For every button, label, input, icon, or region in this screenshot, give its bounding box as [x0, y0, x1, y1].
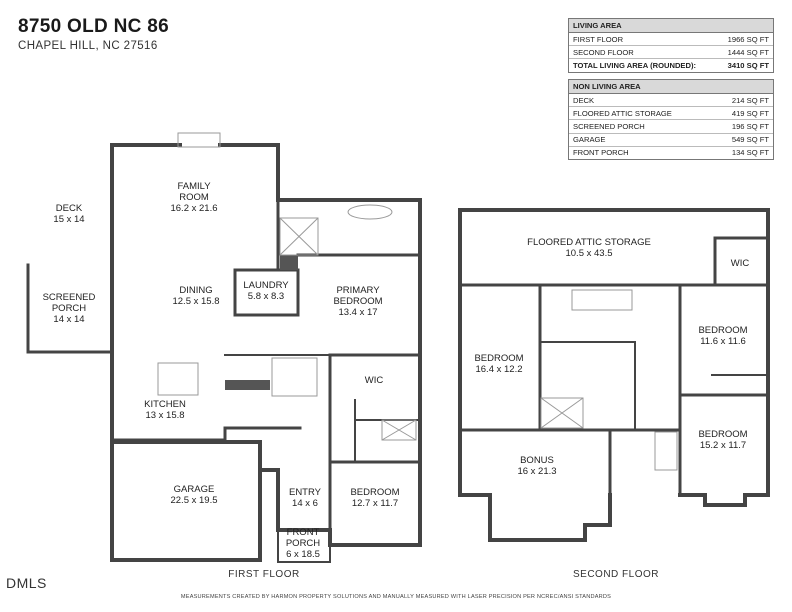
room-name: BEDROOM — [698, 429, 748, 440]
room-dims: 6 x 18.5 — [286, 549, 320, 560]
room-name: FLOORED ATTIC STORAGE — [527, 237, 651, 248]
bedroom-first-floor-label: BEDROOM 12.7 x 11.7 — [350, 487, 399, 509]
family-room-label: FAMILY ROOM 16.2 x 21.6 — [164, 181, 224, 214]
room-dims: 16 x 21.3 — [517, 466, 557, 477]
room-dims: 12.5 x 15.8 — [172, 296, 220, 307]
room-name: BEDROOM — [698, 325, 748, 336]
room-dims: 13 x 15.8 — [145, 410, 185, 421]
row-value: 214 SQ FT — [731, 95, 769, 105]
living-area-table: LIVING AREA FIRST FLOOR 1966 SQ FT SECON… — [568, 18, 774, 73]
row-value: 419 SQ FT — [731, 108, 769, 118]
non-living-area-row: FLOORED ATTIC STORAGE 419 SQ FT — [569, 107, 773, 121]
non-living-area-title: NON LIVING AREA — [569, 80, 773, 94]
bedroom-b-label: BEDROOM 11.6 x 11.6 — [698, 325, 747, 347]
room-name: SCREENED PORCH — [42, 292, 96, 314]
room-name: GARAGE — [173, 484, 215, 495]
measurement-disclaimer: MEASUREMENTS CREATED BY HARMON PROPERTY … — [180, 594, 612, 600]
row-label: FRONT PORCH — [573, 148, 629, 158]
living-area-title: LIVING AREA — [569, 19, 773, 33]
non-living-area-row: FRONT PORCH 134 SQ FT — [569, 147, 773, 159]
row-label: FLOORED ATTIC STORAGE — [573, 108, 672, 118]
first-floor-label: FIRST FLOOR — [228, 569, 300, 580]
property-address: 8750 OLD NC 86 — [18, 16, 169, 37]
second-floor-fixtures — [540, 289, 678, 471]
bedroom-c-label: BEDROOM 15.2 x 11.7 — [698, 429, 747, 451]
room-dims: 12.7 x 11.7 — [351, 498, 399, 509]
bedroom-a-label: BEDROOM 16.4 x 12.2 — [474, 353, 523, 375]
row-label: GARAGE — [573, 135, 606, 145]
room-name: BEDROOM — [474, 353, 524, 364]
kitchen-label: KITCHEN 13 x 15.8 — [144, 399, 186, 421]
first-floor-walls — [26, 143, 422, 563]
screened-porch-label: SCREENED PORCH 14 x 14 — [34, 292, 104, 325]
room-name: FAMILY ROOM — [177, 181, 211, 203]
room-dims: 14 x 14 — [53, 314, 85, 325]
wic-first-floor-label: WIC — [365, 375, 383, 386]
front-porch-label: FRONT PORCH 6 x 18.5 — [280, 527, 326, 560]
room-name: WIC — [730, 258, 750, 269]
mls-logo: DMLS — [6, 575, 47, 591]
row-value: 1444 SQ FT — [727, 47, 769, 57]
room-name: BONUS — [520, 455, 554, 466]
non-living-area-row: DECK 214 SQ FT — [569, 94, 773, 108]
row-label: DECK — [573, 95, 595, 105]
dining-label: DINING 12.5 x 15.8 — [172, 285, 219, 307]
attic-storage-label: FLOORED ATTIC STORAGE 10.5 x 43.5 — [527, 237, 651, 259]
deck-label: DECK 15 x 14 — [53, 203, 84, 225]
room-dims: 13.4 x 17 — [338, 307, 378, 318]
wic-second-floor-label: WIC — [731, 258, 749, 269]
non-living-area-row: SCREENED PORCH 196 SQ FT — [569, 120, 773, 134]
living-area-row: SECOND FLOOR 1444 SQ FT — [569, 46, 773, 60]
first-floor-solid-elements — [225, 255, 298, 390]
room-dims: 22.5 x 19.5 — [170, 495, 218, 506]
room-name: ENTRY — [288, 487, 322, 498]
garage-label: GARAGE 22.5 x 19.5 — [170, 484, 217, 506]
room-dims: 10.5 x 43.5 — [565, 248, 613, 259]
living-area-total-row: TOTAL LIVING AREA (ROUNDED): 3410 SQ FT — [569, 59, 773, 71]
row-value: 134 SQ FT — [731, 148, 769, 158]
room-name: DECK — [55, 203, 83, 214]
row-value: 1966 SQ FT — [727, 34, 769, 44]
room-name: PRIMARY BEDROOM — [333, 285, 383, 307]
room-dims: 15.2 x 11.7 — [699, 440, 747, 451]
room-dims: 15 x 14 — [53, 214, 85, 225]
row-value: 3410 SQ FT — [727, 60, 769, 70]
laundry-label: LAUNDRY 5.8 x 8.3 — [243, 280, 288, 302]
non-living-area-table: NON LIVING AREA DECK 214 SQ FT FLOORED A… — [568, 79, 774, 160]
room-name: WIC — [364, 375, 384, 386]
row-value: 549 SQ FT — [731, 135, 769, 145]
room-dims: 14 x 6 — [292, 498, 318, 509]
row-label: FIRST FLOOR — [573, 34, 624, 44]
room-name: KITCHEN — [144, 399, 186, 410]
bonus-label: BONUS 16 x 21.3 — [517, 455, 556, 477]
room-dims: 5.8 x 8.3 — [247, 291, 285, 302]
room-name: FRONT PORCH — [285, 527, 321, 549]
property-city: CHAPEL HILL, NC 27516 — [18, 40, 158, 52]
second-floor-label: SECOND FLOOR — [572, 569, 660, 580]
row-value: 196 SQ FT — [731, 121, 769, 131]
room-dims: 16.2 x 21.6 — [170, 203, 218, 214]
room-name: LAUNDRY — [243, 280, 289, 291]
row-label: SECOND FLOOR — [573, 47, 634, 57]
non-living-area-row: GARAGE 549 SQ FT — [569, 134, 773, 147]
room-name: BEDROOM — [350, 487, 400, 498]
entry-label: ENTRY 14 x 6 — [289, 487, 321, 509]
room-name: DINING — [179, 285, 213, 296]
primary-bedroom-label: PRIMARY BEDROOM 13.4 x 17 — [323, 285, 393, 318]
first-floor-fixtures — [157, 132, 417, 441]
room-dims: 11.6 x 11.6 — [700, 336, 746, 347]
row-label: TOTAL LIVING AREA (ROUNDED): — [573, 60, 697, 70]
room-dims: 16.4 x 12.2 — [475, 364, 523, 375]
row-label: SCREENED PORCH — [573, 121, 645, 131]
living-area-row: FIRST FLOOR 1966 SQ FT — [569, 33, 773, 47]
second-floor-walls — [458, 208, 770, 542]
